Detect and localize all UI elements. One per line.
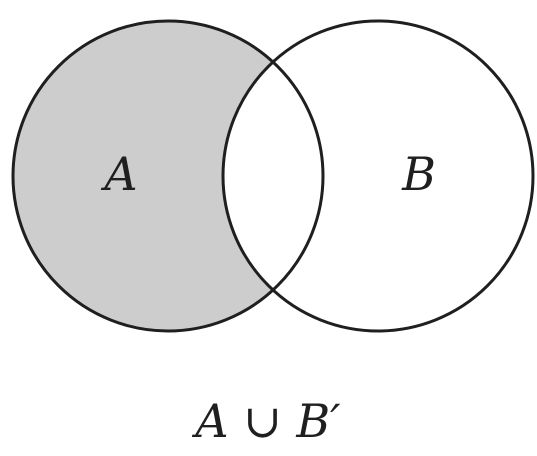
shaded-region-a-only <box>13 21 323 331</box>
set-expression-caption: A ∪ B′ <box>191 394 341 448</box>
set-b-label: B <box>401 147 436 201</box>
set-a-circle <box>11 19 325 333</box>
set-b-circle <box>221 19 535 333</box>
set-a-label: A <box>100 147 137 201</box>
